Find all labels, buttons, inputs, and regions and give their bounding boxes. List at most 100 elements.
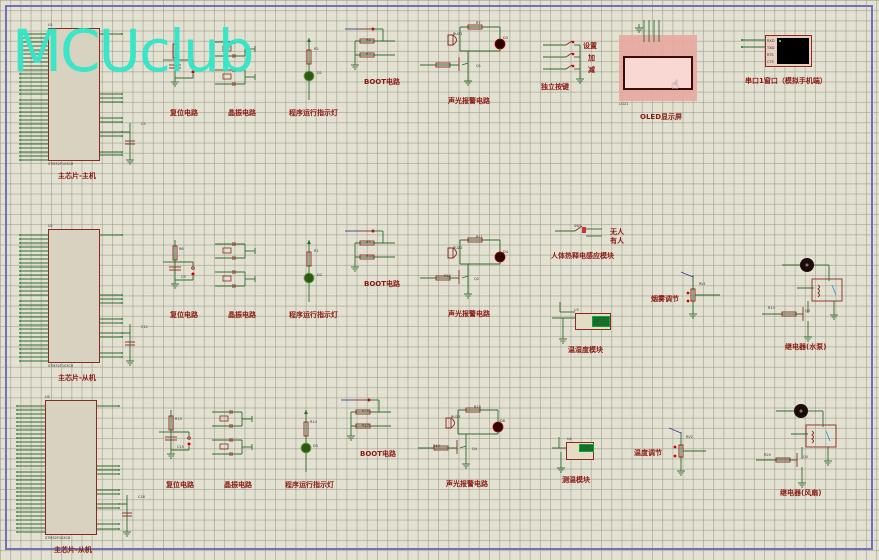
crystal xyxy=(219,415,229,422)
pin-dot xyxy=(19,69,21,71)
reset-resistor xyxy=(172,245,178,261)
key-add-label: 加 xyxy=(588,54,595,62)
alarm-d6-ref: D6 xyxy=(500,419,505,423)
buzzer xyxy=(447,34,457,46)
hand-cursor-icon: ☝ xyxy=(671,78,679,93)
led-d2-ref: D2 xyxy=(317,273,322,277)
pir-switch xyxy=(582,227,586,233)
mcu-u1[interactable] xyxy=(48,28,100,161)
led-green xyxy=(300,442,312,454)
pin-dot xyxy=(19,320,21,322)
uart-pin-cts: CTS xyxy=(767,60,774,64)
boot-resistor xyxy=(359,254,375,260)
pin-dot xyxy=(118,405,120,407)
pin-dot xyxy=(19,246,21,248)
pin-dot xyxy=(19,143,21,145)
relay-q3-ref: Q3 xyxy=(805,309,810,313)
relay-r13-ref: R13 xyxy=(768,306,775,310)
crystal xyxy=(219,443,229,450)
pin-dot xyxy=(16,491,18,493)
pin-dot xyxy=(121,33,123,35)
pin-dot xyxy=(121,336,123,338)
pin-dot xyxy=(121,234,123,236)
led-label-2: 程序运行指示灯 xyxy=(289,311,338,319)
pin-dot xyxy=(19,294,21,296)
led-d1-ref: D1 xyxy=(317,71,322,75)
relay-coil xyxy=(811,430,814,444)
pin-dot xyxy=(19,324,21,326)
boot-label-1: BOOT电路 xyxy=(364,78,401,86)
boot-label-3: BOOT电路 xyxy=(360,450,397,458)
uart-cursor xyxy=(779,40,781,42)
pin-dot xyxy=(16,523,18,525)
pin-dot xyxy=(19,258,21,260)
pir-sw1-ref: SW1 xyxy=(574,224,582,228)
reset-c15-ref: C15 xyxy=(177,445,184,449)
led-d5-ref: D5 xyxy=(313,444,318,448)
pin-dot xyxy=(16,531,18,533)
alarm-resistor xyxy=(467,24,483,30)
pin-dot xyxy=(121,294,123,296)
pin-dot xyxy=(121,121,123,123)
pin-dot xyxy=(121,302,123,304)
boot-label-2: BOOT电路 xyxy=(364,280,401,288)
base-resistor xyxy=(435,275,451,281)
reset-resistor xyxy=(168,415,174,431)
pin-dot xyxy=(16,519,18,521)
pin-dot xyxy=(16,445,18,447)
pin-dot xyxy=(741,39,743,41)
mcu-u2-ref: U2 xyxy=(48,224,53,228)
pin-dot xyxy=(19,282,21,284)
led-red xyxy=(492,421,504,433)
cap-c12-ref: C12 xyxy=(141,325,148,329)
cap-c18-ref: C18 xyxy=(138,495,145,499)
pin-dot xyxy=(19,238,21,240)
switch-contact xyxy=(187,442,191,446)
led-red xyxy=(494,251,506,263)
pin-dot xyxy=(19,53,21,55)
pin-dot xyxy=(16,433,18,435)
switch-contact xyxy=(187,436,191,440)
boot-resistor xyxy=(359,38,375,44)
cap-c5-ref: C5 xyxy=(141,122,146,126)
pin-dot xyxy=(16,413,18,415)
pin-dot xyxy=(121,93,123,95)
led-r2-ref: R2 xyxy=(314,47,319,51)
smoke-rv1-ref: RV1 xyxy=(699,282,706,286)
pin-dot xyxy=(19,270,21,272)
mcu-u2[interactable] xyxy=(48,229,100,363)
watermark: MCUclub xyxy=(12,17,255,85)
pin-dot xyxy=(16,511,18,513)
pin-dot xyxy=(121,101,123,103)
pin-dot xyxy=(19,336,21,338)
pin-dot xyxy=(16,487,18,489)
alarm-r18-ref: R18 xyxy=(474,405,481,409)
pin-dot xyxy=(19,107,21,109)
led-resistor xyxy=(306,49,312,65)
pin-dot xyxy=(121,97,123,99)
alarm-q4-ref: Q4 xyxy=(472,447,477,451)
boot-resistor xyxy=(359,240,375,246)
pin-dot xyxy=(121,117,123,119)
pin-dot xyxy=(118,469,120,471)
mcu-u1-ref: U1 xyxy=(48,23,53,27)
temp-display xyxy=(579,444,594,452)
mcu-u5[interactable] xyxy=(45,400,97,535)
pin-dot xyxy=(16,421,18,423)
buzzer xyxy=(447,247,457,259)
pin-dot xyxy=(571,40,575,44)
pin-dot xyxy=(19,33,21,35)
pin-dot xyxy=(686,299,690,303)
pin-dot xyxy=(16,405,18,407)
pin-dot xyxy=(19,49,21,51)
uart-terminal-screen xyxy=(777,38,809,64)
keys-label: 独立按键 xyxy=(541,83,569,91)
pin-dot xyxy=(16,429,18,431)
motor-hub xyxy=(799,409,803,413)
alarm-buz2-ref: BUZ2 xyxy=(453,246,463,250)
mcu-u5-ref: U5 xyxy=(45,395,50,399)
relay xyxy=(811,278,843,302)
switch-contact xyxy=(191,64,195,68)
oled-screen xyxy=(623,56,693,90)
